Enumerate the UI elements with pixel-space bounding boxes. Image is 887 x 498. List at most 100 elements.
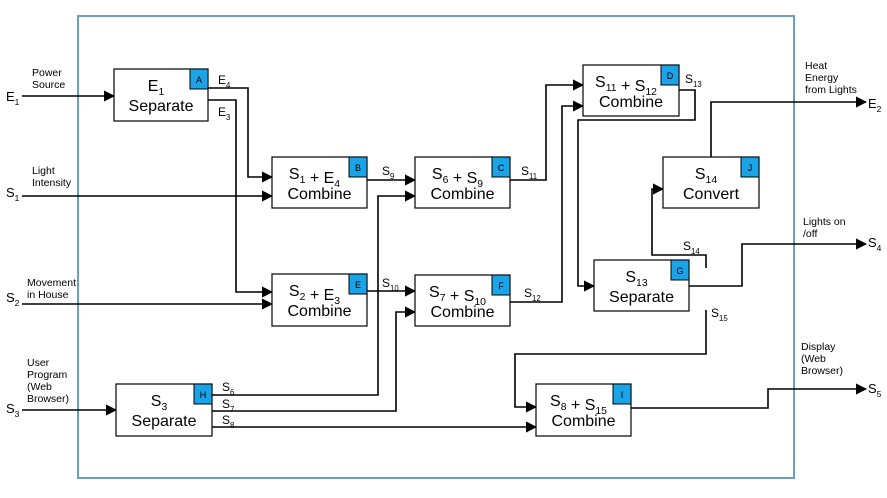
io-description: (Web [801,353,826,365]
block-function-label: Combine [287,186,351,203]
wire-s12 [510,100,585,303]
io-description: User [27,357,50,369]
block-input-label: S11 + S12 [595,74,657,98]
io-description: from Lights [805,84,857,96]
block-function-label: Combine [551,413,615,430]
io-description: Browser) [801,365,843,377]
block-tag-label: C [498,163,505,173]
wire-e3 [208,99,274,298]
io-description: Display [801,341,836,353]
connections [22,79,868,433]
io-description: Heat [805,60,827,72]
wire-s4-out [689,238,868,287]
wire-s11 [510,79,585,181]
io-symbol: S1 [6,185,20,203]
block-function-label: Separate [129,98,194,115]
block-j-tag [740,156,760,178]
signal-s13: S13 [685,72,702,89]
block-c-tag [491,156,511,178]
block-e-tag [348,273,368,295]
io-description: Lights on [803,216,846,228]
io-symbol: S4 [868,235,882,253]
block-tag-label: B [355,163,361,173]
io-description: /off [803,228,817,240]
signal-s14: S14 [683,239,700,256]
block-tag-label: G [676,266,683,276]
block-g-tag [670,259,690,281]
signal-s6: S6 [222,380,234,397]
block-input-label: S13 [625,269,647,289]
block-input-label: S3 [151,393,168,413]
io-description: Movement [27,277,76,289]
signal-e4: E4 [218,73,231,90]
io-s4: S4 Lights on/off [803,216,882,253]
signal-s15: S15 [711,306,728,323]
block-function-label: Separate [132,413,197,430]
wire-s6 [212,190,417,396]
io-symbol: S3 [6,401,20,419]
block-d-tag [660,64,680,86]
io-description: Light [32,165,55,177]
io-description: Source [32,79,65,91]
io-symbol: E1 [6,89,20,107]
io-symbol: S2 [6,290,20,308]
block-b-tag [348,156,368,178]
block-tag-label: A [196,75,202,85]
block-input-label: S1 + E4 [289,166,340,190]
block-input-label: S2 + E3 [289,283,340,307]
wire-s15 [514,310,707,413]
io-description: Energy [805,72,839,84]
block-tag-label: H [200,390,207,400]
block-function-label: Separate [609,289,674,306]
signal-s8: S8 [222,413,234,430]
block-input-label: S7 + S10 [429,284,486,308]
block-tag-label: F [498,281,504,291]
io-description: in House [27,289,69,301]
wire-s13 [577,89,696,292]
block-tag-label: J [748,163,753,173]
wire-s5-out [631,383,868,409]
block-input-label: E1 [148,78,165,98]
block-i-tag [612,383,632,405]
signal-e3: E3 [218,105,230,122]
io-symbol: E2 [868,96,882,114]
wire-s7 [212,306,417,412]
block-h-tag [193,383,213,405]
wire-s14 [651,183,707,268]
block-function-label: Combine [599,94,663,111]
block-input-label: S8 + S15 [550,393,607,417]
io-description: Program [27,369,68,381]
wire-e4 [208,87,274,183]
io-description: Intensity [32,177,72,189]
signal-s11: S11 [521,164,537,181]
block-function-label: Combine [430,186,494,203]
block-function-label: Combine [430,304,494,321]
block-tag-label: D [667,71,674,81]
block-tag-label: E [355,280,361,290]
block-input-label: S6 + S9 [432,166,483,190]
signal-s9: S9 [382,164,394,181]
io-description: (Web [27,381,52,393]
block-input-label: S14 [695,166,717,186]
block-f-tag [491,274,511,296]
block-tag-label: I [621,390,624,400]
io-symbol: S5 [868,381,882,399]
